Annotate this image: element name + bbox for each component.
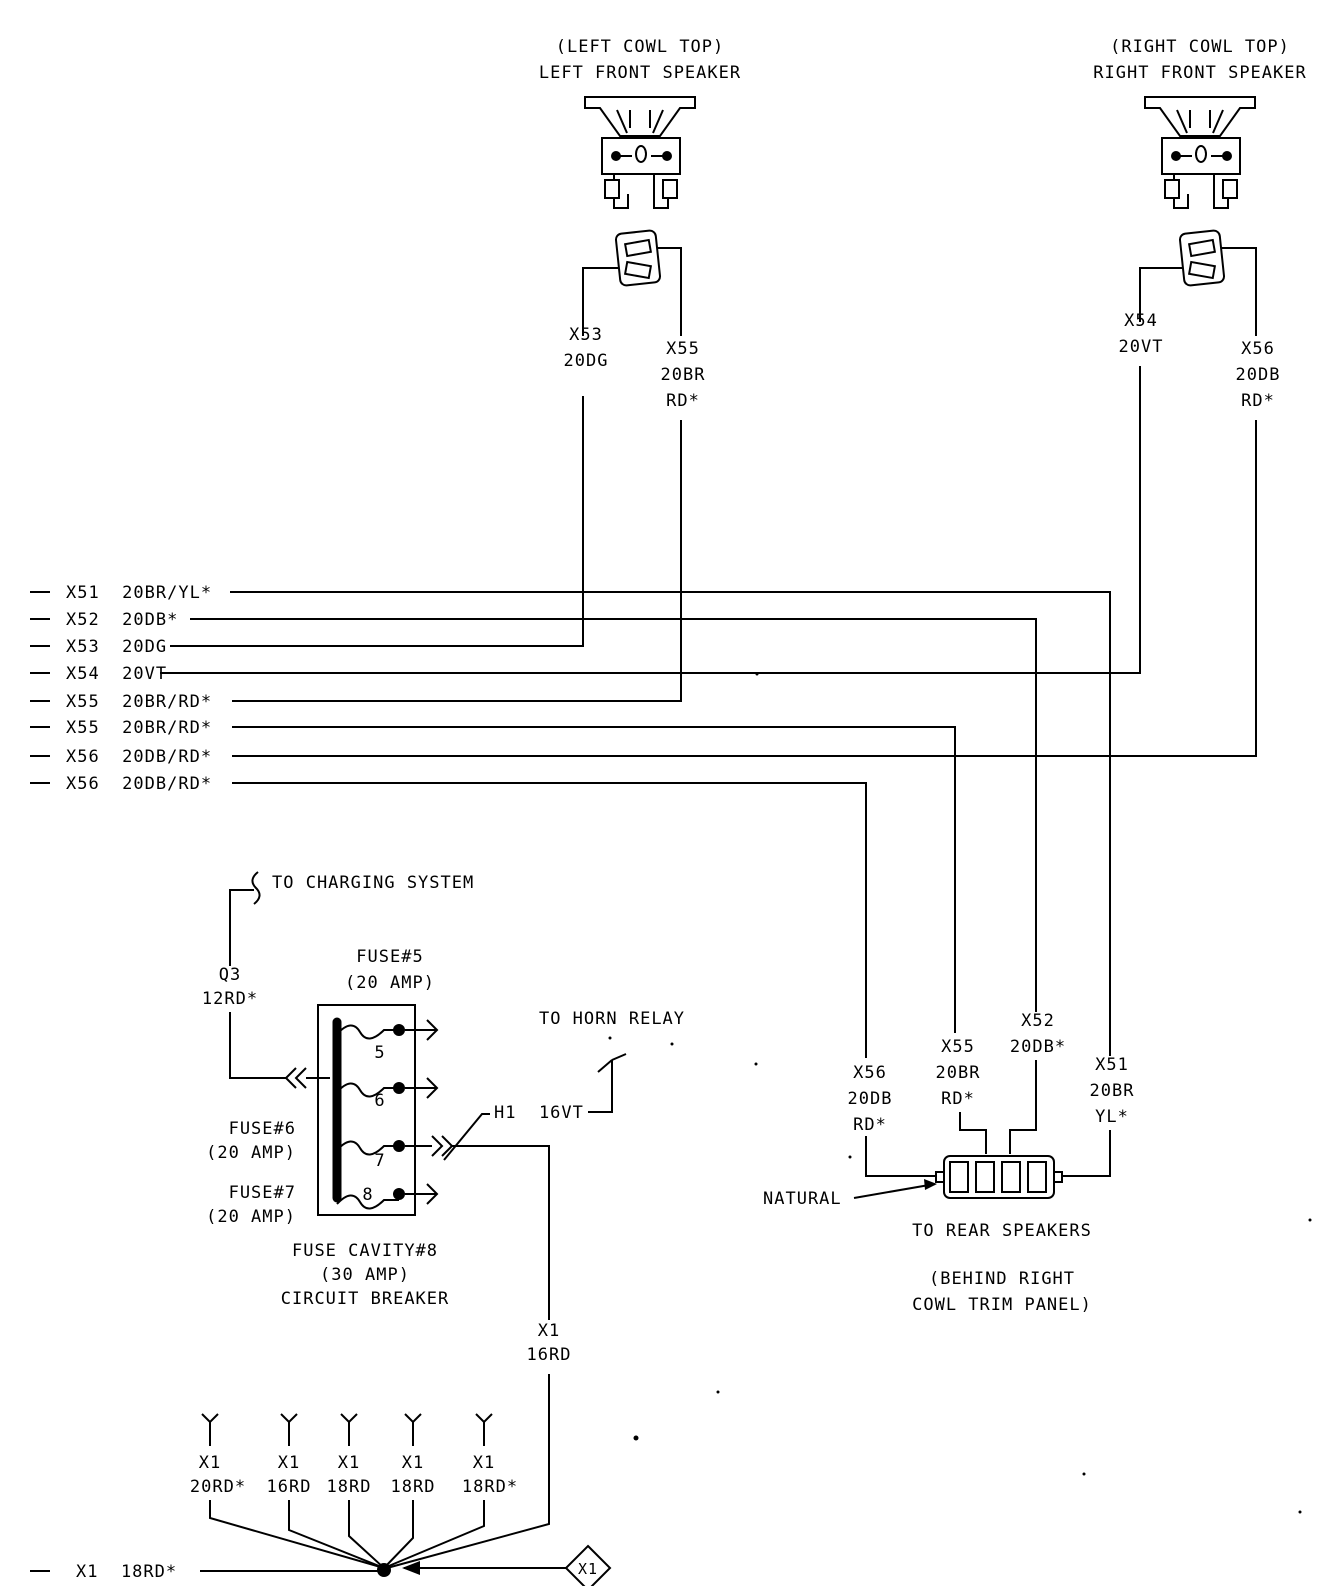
x53-code: X53 <box>569 325 603 345</box>
fuse7-rating: (20 AMP) <box>206 1207 296 1227</box>
cavity-7: 7 <box>374 1151 385 1171</box>
rear-x56-tracer: RD* <box>853 1115 887 1135</box>
charging-system-label: TO CHARGING SYSTEM <box>272 873 474 893</box>
natural-arrow-icon <box>924 1179 937 1190</box>
x1-splice-diamond <box>564 1544 612 1586</box>
x1-branch-3-code: X1 <box>338 1453 360 1473</box>
right-speaker-connector <box>1178 229 1226 287</box>
cavity8-rating: (30 AMP) <box>320 1265 410 1285</box>
x1-branch-3-gauge: 18RD <box>327 1477 372 1497</box>
harness-wire-list: X51 20BR/YL* X52 20DB* X53 20DG X54 20VT… <box>30 583 212 794</box>
fuse6-label: FUSE#6 <box>229 1119 296 1139</box>
rear-x52-code: X52 <box>1021 1011 1055 1031</box>
rear-x51-gauge: 20BR <box>1090 1081 1135 1101</box>
rear-x52-gauge: 20DB* <box>1010 1037 1066 1057</box>
fuse-5: 5 <box>336 1019 439 1063</box>
cavity-8: 8 <box>362 1185 373 1205</box>
harness-wire-x56-b: X56 20DB/RD* <box>66 774 212 794</box>
rear-x56-code: X56 <box>853 1063 887 1083</box>
fuse-8: 8 <box>336 1183 439 1210</box>
right-speaker-name: RIGHT FRONT SPEAKER <box>1093 63 1306 83</box>
rear-speaker-connector: X56 20DB RD* X55 20BR RD* X52 20DB* X51 … <box>763 1011 1135 1315</box>
left-speaker-location: (LEFT COWL TOP) <box>556 37 725 57</box>
horn-break-icon <box>597 1053 627 1073</box>
x56-gauge: 20DB <box>1236 365 1281 385</box>
rear-x51-tracer: YL* <box>1095 1107 1129 1127</box>
rear-speakers-location-2: COWL TRIM PANEL) <box>912 1295 1092 1315</box>
x1-branch-2-code: X1 <box>278 1453 300 1473</box>
x1-main-gauge: 16RD <box>527 1345 572 1365</box>
fuse5-label: FUSE#5 <box>356 947 423 967</box>
x1-splice-arrow-icon <box>402 1561 420 1575</box>
fuse-6: 6 <box>336 1077 439 1111</box>
x53-gauge: 20DG <box>564 351 609 371</box>
x56-tracer: RD* <box>1241 391 1275 411</box>
cavity-6: 6 <box>374 1091 385 1111</box>
harness-wire-x52: X52 20DB* <box>66 610 178 630</box>
left-speaker-icon <box>584 96 696 209</box>
harness-wire-x55-a: X55 20BR/RD* <box>66 692 212 712</box>
x55-gauge: 20BR <box>661 365 706 385</box>
charging-break-icon <box>251 871 261 905</box>
harness-wire-x55-b: X55 20BR/RD* <box>66 718 212 738</box>
x55-tracer: RD* <box>666 391 700 411</box>
x56-code: X56 <box>1241 339 1275 359</box>
harness-wire-x56-a: X56 20DB/RD* <box>66 747 212 767</box>
fuse-block: FUSE#5 (20 AMP) 5 6 7 8 FUSE#6 <box>206 947 454 1309</box>
h1-wire-label: H1 16VT <box>494 1103 584 1123</box>
x1-splice-dot <box>377 1563 391 1577</box>
rear-x55-code: X55 <box>941 1037 975 1057</box>
cavity8-type: CIRCUIT BREAKER <box>281 1289 450 1309</box>
cavity-5: 5 <box>374 1043 385 1063</box>
fuse5-rating: (20 AMP) <box>345 973 435 993</box>
x54-gauge: 20VT <box>1119 337 1164 357</box>
horn-feed: TO HORN RELAY H1 16VT <box>443 1009 758 1320</box>
rear-x55-tracer: RD* <box>941 1089 975 1109</box>
x1-branch-4-code: X1 <box>402 1453 424 1473</box>
rear-x56-gauge: 20DB <box>848 1089 893 1109</box>
x54-code: X54 <box>1124 311 1158 331</box>
x1-branch-4-gauge: 18RD <box>391 1477 436 1497</box>
charging-feed: TO CHARGING SYSTEM Q3 12RD* <box>202 871 474 1089</box>
left-speaker-name: LEFT FRONT SPEAKER <box>539 63 741 83</box>
fuse6-rating: (20 AMP) <box>206 1143 296 1163</box>
harness-routing <box>160 366 1257 1058</box>
natural-label: NATURAL <box>763 1189 842 1209</box>
x55-code: X55 <box>666 339 700 359</box>
cavity8-label: FUSE CAVITY#8 <box>292 1241 438 1261</box>
x1-splice-label: X1 <box>578 1560 598 1578</box>
harness-wire-x54: X54 20VT <box>66 664 167 684</box>
x1-branch-1-gauge: 20RD* <box>190 1477 246 1497</box>
rear-speakers-location-1: (BEHIND RIGHT <box>929 1269 1075 1289</box>
rear-speakers-title: TO REAR SPEAKERS <box>912 1221 1092 1241</box>
rear-x55-gauge: 20BR <box>936 1063 981 1083</box>
right-front-speaker: (RIGHT COWL TOP) RIGHT FRONT SPEAKER X54… <box>1093 37 1306 411</box>
x1-branch-1-code: X1 <box>199 1453 221 1473</box>
right-speaker-icon <box>1144 96 1256 209</box>
fuse7-label: FUSE#7 <box>229 1183 296 1203</box>
fuse-7: 7 <box>336 1135 454 1171</box>
left-speaker-connector <box>614 229 662 287</box>
x1-branch-5-gauge: 18RD* <box>462 1477 518 1497</box>
horn-relay-label: TO HORN RELAY <box>539 1009 685 1029</box>
right-speaker-location: (RIGHT COWL TOP) <box>1110 37 1290 57</box>
q3-code: Q3 <box>219 965 241 985</box>
x1-branch-5-code: X1 <box>473 1453 495 1473</box>
rear-x51-code: X51 <box>1095 1055 1129 1075</box>
x1-main-code: X1 <box>538 1321 560 1341</box>
x1-left-wire: X1 18RD* <box>76 1562 177 1582</box>
harness-wire-x51: X51 20BR/YL* <box>66 583 212 603</box>
x1-branch-2-gauge: 16RD <box>267 1477 312 1497</box>
x1-feed: X1 16RD X1 20RD* X1 16RD X1 18RD X1 18RD… <box>30 1218 1312 1586</box>
harness-wire-x53: X53 20DG <box>66 637 167 657</box>
left-front-speaker: (LEFT COWL TOP) LEFT FRONT SPEAKER X53 2… <box>539 37 741 411</box>
q3-gauge: 12RD* <box>202 989 258 1009</box>
